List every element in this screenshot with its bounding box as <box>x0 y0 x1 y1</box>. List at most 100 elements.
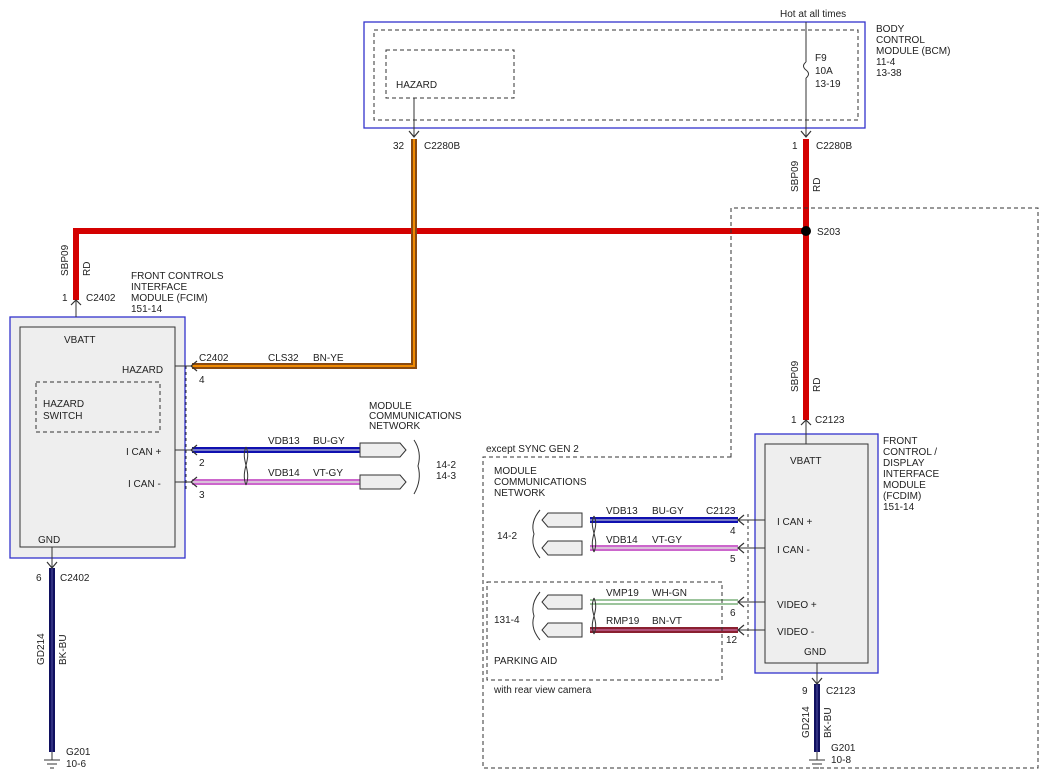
camera-note: with rear view camera <box>493 685 592 696</box>
fcdim-name-4: INTERFACE <box>883 469 939 480</box>
fcim-top-wire-2: RD <box>82 262 93 276</box>
fcdim-name-6: (FCDIM) <box>883 491 921 502</box>
fcim-hazard: HAZARD <box>122 365 163 376</box>
sbp09-bus-wire <box>73 139 809 420</box>
fcim-hazard-switch-1: HAZARD <box>43 399 84 410</box>
network-right-connector-minus <box>541 540 583 556</box>
network-right-connector-plus <box>541 512 583 528</box>
fcdim-top-pin: 1 <box>791 415 797 426</box>
parking-aid-box <box>486 581 723 681</box>
fcim-hazard-pin: 4 <box>199 375 205 386</box>
fcdim-gnd-pin: 9 <box>802 686 808 697</box>
fcim-top-wire-1: SBP09 <box>60 244 71 276</box>
fcdim-can-plus-pin: 4 <box>730 526 736 537</box>
bcm-conn-left: C2280B <box>424 141 460 152</box>
fcim-gnd-pin: 6 <box>36 573 42 584</box>
fcdim-video-minus-pin: 12 <box>726 635 738 646</box>
bcm-conn-right: C2280B <box>816 141 852 152</box>
parking-aid-ref: 131-4 <box>494 615 520 626</box>
fcim-top-pin: 1 <box>62 293 68 304</box>
bcm-right-connector <box>800 130 812 138</box>
fcdim-ican-minus: I CAN - <box>777 545 810 556</box>
fcim-can-minus-circuit: VDB14 <box>268 468 300 479</box>
bcm-name-3: MODULE (BCM) <box>876 46 950 57</box>
fcim-ground-ref: 10-6 <box>66 759 86 770</box>
network-left-ref-2: 14-3 <box>436 471 456 482</box>
network-left-connector-minus <box>359 474 407 490</box>
fcdim-top-wire-2: RD <box>812 378 823 392</box>
parking-aid-label: PARKING AID <box>494 656 557 667</box>
fcim-hazard-switch-2: SWITCH <box>43 411 82 422</box>
bcm-hazard-label: HAZARD <box>396 80 437 91</box>
splice-s203 <box>801 226 811 236</box>
bcm-pin-32: 32 <box>393 141 405 152</box>
hot-at-all-times-label: Hot at all times <box>780 9 846 20</box>
parking-aid-brace <box>532 591 541 641</box>
fcim-ican-minus: I CAN - <box>128 479 161 490</box>
network-left-connector-plus <box>359 442 407 458</box>
network-left-label-1: MODULE <box>369 401 412 412</box>
fcdim-gnd-wire-2: BK-BU <box>823 707 834 738</box>
fuse-symbol <box>803 61 809 79</box>
fcim-ground-symbol <box>44 752 60 769</box>
fcdim-ican-plus: I CAN + <box>777 517 812 528</box>
fuse-ref: 13-19 <box>815 79 841 90</box>
fcim-gnd: GND <box>38 535 60 546</box>
fcim-hazard-circuit: CLS32 <box>268 353 299 364</box>
fcim-ican-plus: I CAN + <box>126 447 161 458</box>
fcdim-name-1: FRONT <box>883 436 917 447</box>
network-right-ref: 14-2 <box>497 531 517 542</box>
fcim-vbatt: VBATT <box>64 335 95 346</box>
network-left-brace <box>413 439 420 495</box>
fcim-name-1: FRONT CONTROLS <box>131 271 224 282</box>
fcdim-name-3: DISPLAY <box>883 458 925 469</box>
fcdim-twist-symbol <box>591 515 597 553</box>
network-right-can-minus-circuit: VDB14 <box>606 535 638 546</box>
fuse-label: F9 <box>815 53 827 64</box>
fcim-can-plus-pin-arrow <box>190 444 198 456</box>
fcdim-vbatt: VBATT <box>790 456 821 467</box>
video-twist-symbol <box>591 597 597 635</box>
fcim-gnd-conn: C2402 <box>60 573 90 584</box>
bcm-name-1: BODY <box>876 24 905 35</box>
fcdim-module: VBATT I CAN + I CAN - VIDEO + VIDEO - GN… <box>754 433 939 674</box>
video-plus-color: WH-GN <box>652 588 687 599</box>
except-sync-label: except SYNC GEN 2 <box>486 444 579 455</box>
except-sync-region <box>482 207 1039 769</box>
fcdim-top-wire-1: SBP09 <box>790 360 801 392</box>
network-left-ref-1: 14-2 <box>436 460 456 471</box>
fcdim-gnd-conn: C2123 <box>826 686 856 697</box>
fcim-name-2: INTERFACE <box>131 282 187 293</box>
fcdim-video-minus: VIDEO - <box>777 627 814 638</box>
fcdim-ground-symbol <box>809 752 825 769</box>
video-minus-color: BN-VT <box>652 616 682 627</box>
fcim-hazard-color: BN-YE <box>313 353 344 364</box>
fcdim-video-plus-pin: 6 <box>730 608 736 619</box>
fcdim-gnd-wire-1: GD214 <box>801 706 812 738</box>
parking-aid-connector-minus <box>541 622 583 638</box>
fcdim-ground-label: G201 <box>831 743 856 754</box>
bcm-hazard-connector <box>408 130 420 138</box>
bcm-module: HAZARD BODY CONTROL MODULE (BCM) 11-4 13… <box>363 21 950 129</box>
fcim-name-4: 151-14 <box>131 304 163 315</box>
network-right-label-1: MODULE <box>494 466 537 477</box>
bcm-name-4: 11-4 <box>876 57 896 68</box>
fcim-name-3: MODULE (FCIM) <box>131 293 208 304</box>
hazard-wire-outer <box>192 139 417 369</box>
fcdim-inner <box>764 443 869 664</box>
fcdim-ground-ref: 10-8 <box>831 755 851 766</box>
network-right-brace <box>532 509 541 559</box>
bcm-wire-label-2: RD <box>812 178 823 192</box>
fcim-ground-label: G201 <box>66 747 91 758</box>
bcm-inner-dashed <box>373 29 859 121</box>
fcdim-can-minus-pin: 5 <box>730 554 736 565</box>
network-right-can-plus-color: BU-GY <box>652 506 684 517</box>
fcdim-can-conn: C2123 <box>706 506 736 517</box>
fcdim-top-conn: C2123 <box>815 415 845 426</box>
fcim-gnd-connector <box>46 561 58 569</box>
fcim-hazard-conn: C2402 <box>199 353 229 364</box>
fcdim-name-2: CONTROL / <box>883 447 937 458</box>
fcim-module: VBATT HAZARD HAZARD SWITCH I CAN + I CAN… <box>9 271 224 559</box>
fcim-can-plus-pin: 2 <box>199 458 205 469</box>
network-right-can-plus-circuit: VDB13 <box>606 506 638 517</box>
